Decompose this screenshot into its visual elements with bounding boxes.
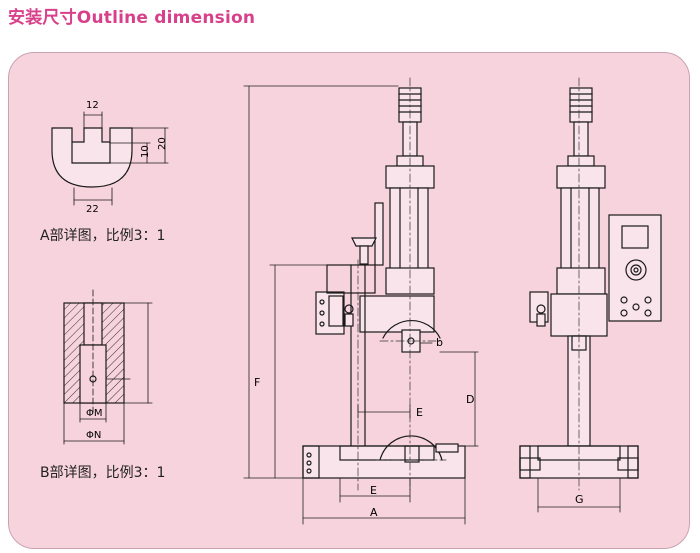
front-view-dims	[243, 85, 479, 525]
front-dim-d: D	[466, 393, 474, 406]
front-dim-a: A	[370, 506, 378, 519]
side-view-dims	[537, 477, 621, 513]
detail-a-dim-10: 10	[140, 145, 151, 158]
detail-b-dim-n: ΦN	[86, 430, 101, 441]
detail-a-dim-12: 12	[86, 100, 99, 111]
front-dim-e: E	[370, 484, 377, 497]
detail-a-drawing	[51, 111, 169, 206]
detail-a-caption: A部详图，比例3：1	[40, 228, 166, 244]
detail-a-dim-22: 22	[86, 204, 99, 215]
front-view-centerlines	[357, 77, 447, 491]
front-dim-f: F	[254, 376, 260, 389]
front-view-drawing	[302, 87, 466, 479]
page-title: 安装尺寸Outline dimension	[8, 8, 256, 28]
detail-b-caption: B部详图，比例3：1	[40, 465, 166, 481]
detail-b-drawing	[63, 289, 153, 445]
front-dim-e-upper: E	[416, 406, 423, 419]
detail-a-dim-20: 20	[157, 137, 168, 150]
side-view-drawing	[519, 87, 662, 479]
front-dim-b: b	[436, 336, 443, 349]
side-dim-g: G	[575, 493, 584, 506]
detail-b-dim-m: ΦM	[86, 408, 103, 419]
